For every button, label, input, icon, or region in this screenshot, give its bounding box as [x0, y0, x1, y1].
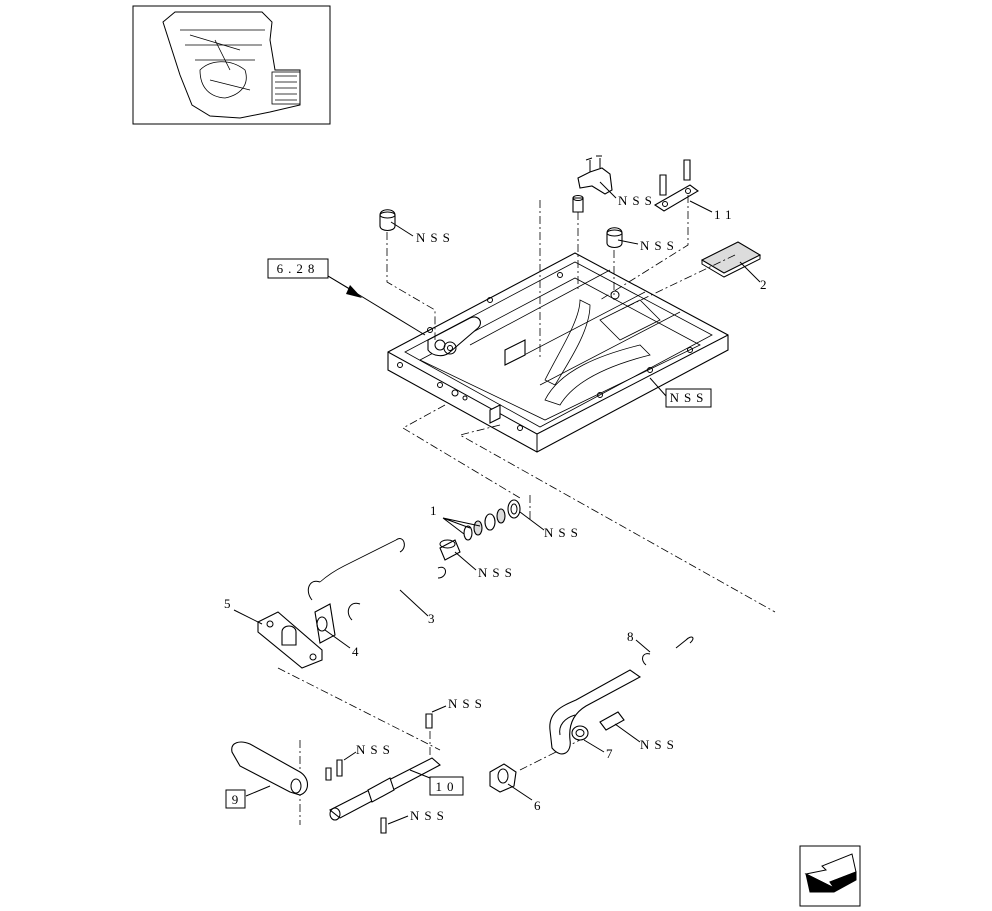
- construction-lines-upper: [386, 195, 776, 613]
- ref-box-shaft: 10: [429, 776, 464, 796]
- label-part-3: 3: [428, 611, 435, 626]
- ref-box-frame-label: 6.28: [277, 261, 320, 276]
- ref-box-lever-label: 9: [232, 792, 239, 807]
- spring-assembly: [257, 499, 521, 669]
- label-nss-2: NSS: [618, 193, 657, 208]
- ref-box-nss-label: NSS: [670, 390, 709, 405]
- ref-arrow-head: [346, 285, 362, 298]
- leader-lines: [233, 181, 761, 825]
- ref-box-shaft-label: 10: [436, 779, 459, 794]
- top-hardware: [379, 155, 762, 278]
- ref-box-lever: 9: [225, 789, 246, 809]
- lower-parts: [231, 636, 694, 834]
- label-nss-6: NSS: [448, 696, 487, 711]
- ref-box-frame: 6.28: [267, 258, 329, 279]
- label-nss-3: NSS: [640, 238, 679, 253]
- label-part-1: 1: [430, 503, 437, 518]
- label-nss-5: NSS: [478, 565, 517, 580]
- label-part-5: 5: [224, 596, 231, 611]
- label-nss-7: NSS: [356, 742, 395, 757]
- label-part-6: 6: [534, 798, 541, 813]
- ref-box-nss: NSS: [665, 388, 712, 408]
- label-part-7: 7: [606, 746, 613, 761]
- label-part-4: 4: [352, 644, 359, 659]
- label-nss-9: NSS: [410, 808, 449, 823]
- label-part-11: 11: [714, 207, 737, 222]
- label-nss-4: NSS: [544, 525, 583, 540]
- seat-frame: [387, 252, 729, 453]
- label-nss-8: NSS: [640, 737, 679, 752]
- label-part-2: 2: [760, 277, 767, 292]
- cab-interior-thumbnail: [132, 5, 331, 125]
- next-page-arrow-icon[interactable]: [799, 845, 861, 907]
- label-nss-1: NSS: [416, 230, 455, 245]
- label-part-8: 8: [627, 629, 634, 644]
